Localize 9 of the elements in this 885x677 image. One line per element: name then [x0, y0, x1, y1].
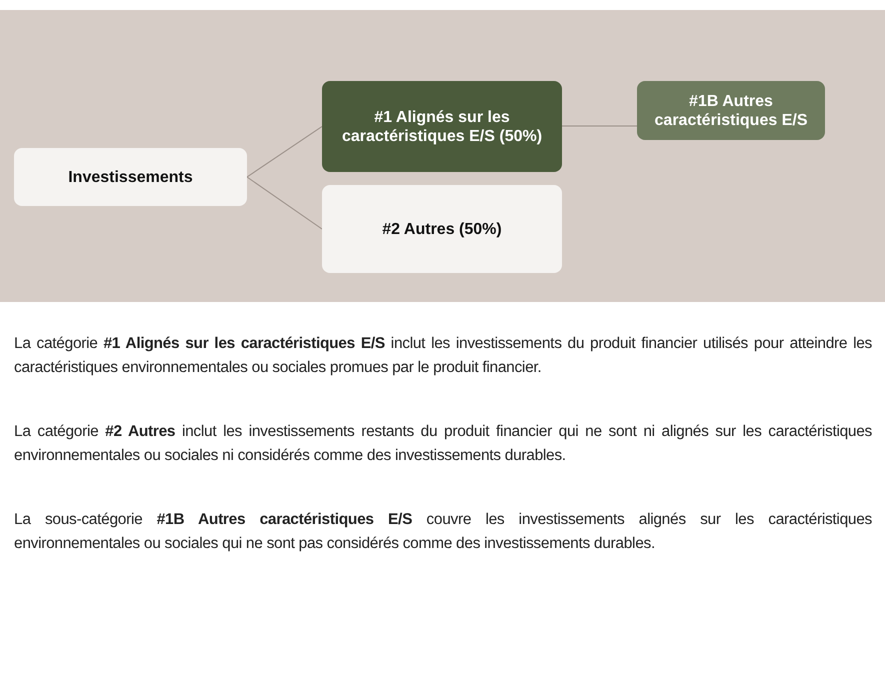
description-paragraph: La catégorie #2 Autres inclut les investissements restants du produit financier qui ne sont ni alignés sur les caractéristiques environnementales ou sociales ni considérés comme des investissements durables. [14, 422, 872, 466]
description-paragraph: La sous-catégorie #1B Autres caractéristiques E/S couvre les investissements alignés sur les caractéristiques environnementales ou sociales qui ne sont pas considérés comme des investissements durables. [14, 510, 872, 554]
subcategory-box: #1B Autres caractéristiques E/S [637, 81, 825, 140]
category-box: #2 Autres (50%) [322, 185, 562, 273]
category-box: Investissements [14, 148, 247, 206]
category-box: #1 Alignés sur les caractéristiques E/S (50%) [322, 81, 562, 172]
description-paragraph: La catégorie #1 Alignés sur les caractéristiques E/S inclut les investissements du produit financier utilisés pour atteindre les caractéristiques environnementales ou sociales promues par le produit financier. [14, 334, 872, 378]
connector-line [246, 126, 322, 178]
connector-line [246, 176, 322, 230]
